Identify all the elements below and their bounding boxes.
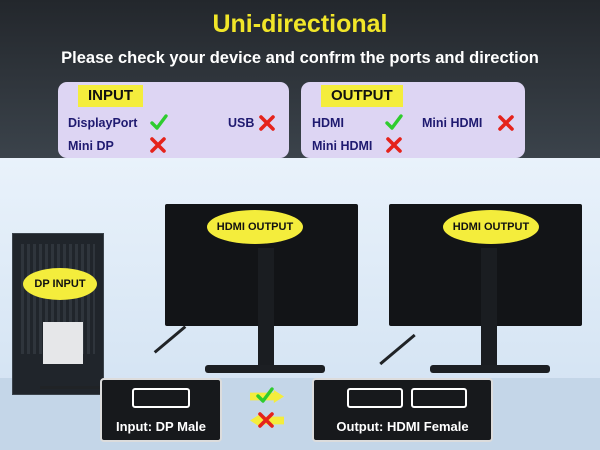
output-tag: OUTPUT (321, 85, 403, 107)
input-port-card: Input: DP Male (100, 378, 222, 442)
output-item-hdmi: HDMI (312, 116, 344, 130)
cross-icon (498, 115, 514, 131)
input-port-label: Input: DP Male (115, 419, 207, 434)
monitor-right-base (430, 365, 550, 373)
check-icon (385, 114, 403, 130)
hdmi-connector-icon (347, 388, 403, 408)
header-banner: Uni-directional Please check your device… (0, 0, 600, 158)
output-box: OUTPUT HDMI Mini HDMI Mini HDMI (301, 82, 525, 158)
cross-icon (258, 412, 274, 428)
input-tag: INPUT (78, 85, 143, 107)
monitor-right-stand (481, 248, 497, 368)
input-item-displayport: DisplayPort (68, 116, 138, 130)
output-port-card: Output: HDMI Female (312, 378, 493, 442)
hdmi-output-bubble-left: HDMI OUTPUT (207, 210, 303, 244)
dp-input-bubble: DP INPUT (23, 268, 97, 300)
cable (153, 325, 187, 354)
displayport-connector-icon (132, 388, 190, 408)
page-subtitle: Please check your device and confrm the … (61, 49, 539, 67)
hdmi-output-bubble-right: HDMI OUTPUT (443, 210, 539, 244)
output-item-mini-hdmi: Mini HDMI (422, 116, 483, 130)
check-icon (256, 387, 274, 403)
hdmi-connector-icon (411, 388, 467, 408)
cross-icon (259, 115, 275, 131)
input-box: INPUT DisplayPort USB Mini DP (58, 82, 289, 158)
pc-tower (12, 233, 104, 395)
page-title: Uni-directional (212, 10, 388, 38)
check-icon (150, 114, 168, 130)
cross-icon (386, 137, 402, 153)
product-scene: DP INPUT HDMI OUTPUT HDMI OUTPUT (0, 158, 600, 450)
output-port-label: Output: HDMI Female (336, 419, 469, 434)
cable (379, 333, 416, 366)
output-item-mini-hdmi-2: Mini HDMI (312, 139, 373, 153)
cable (40, 386, 110, 389)
cross-icon (150, 137, 166, 153)
monitor-left-stand (258, 248, 274, 368)
input-item-mini-dp: Mini DP (68, 139, 114, 153)
monitor-left-base (205, 365, 325, 373)
input-item-usb: USB (228, 116, 255, 130)
tower-expansion-slots (43, 322, 83, 364)
